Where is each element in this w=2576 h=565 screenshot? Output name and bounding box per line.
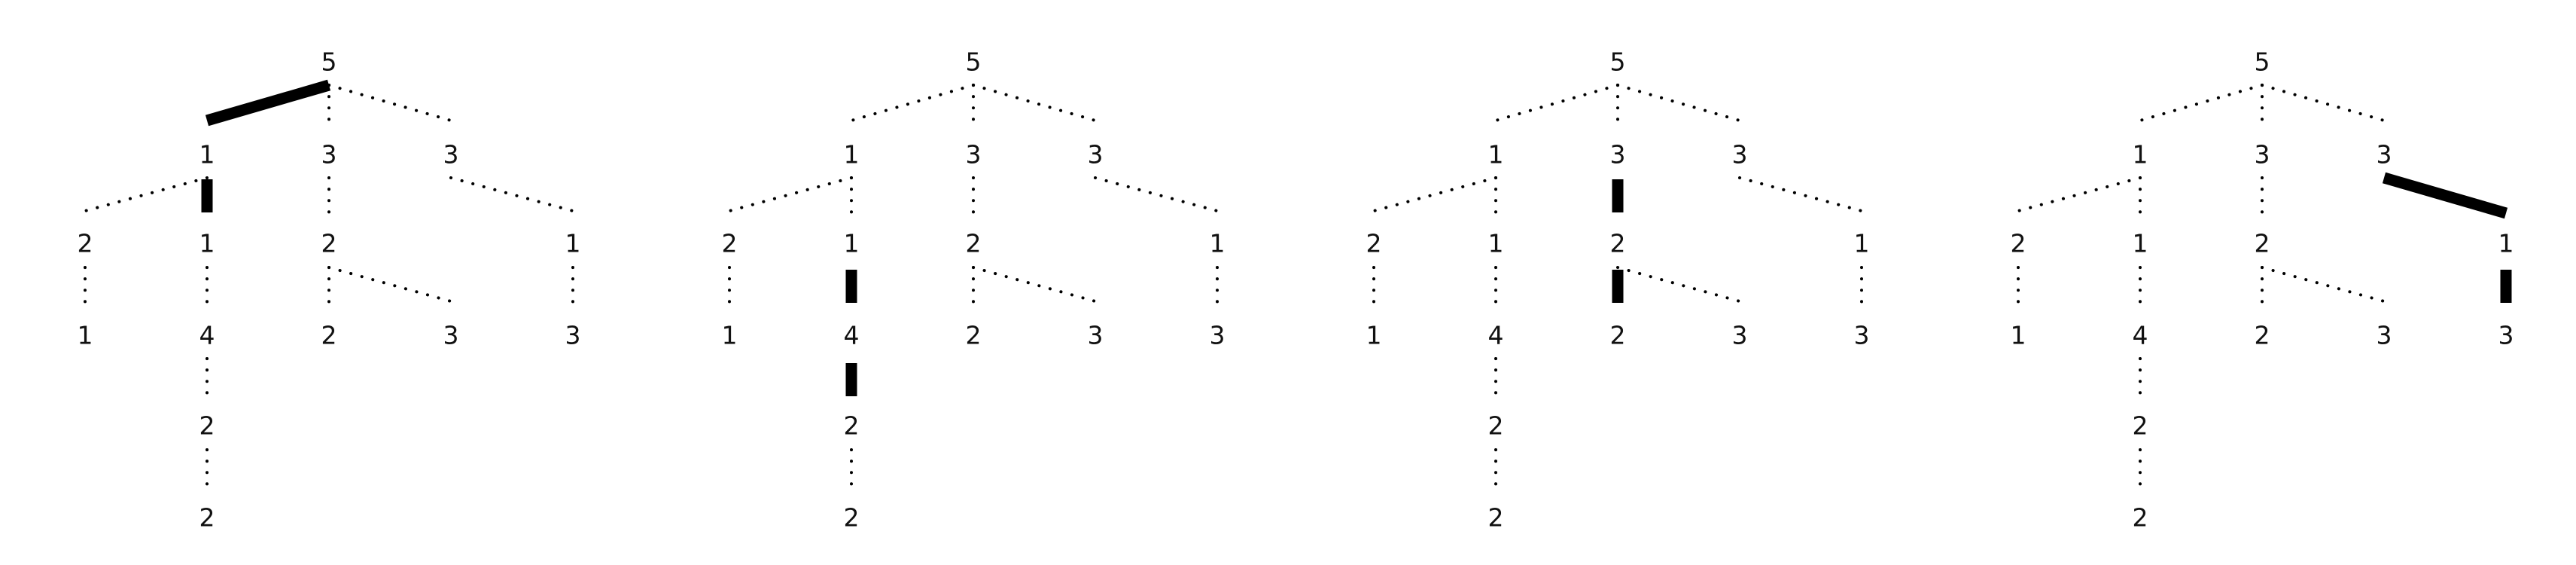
highlighted-edge-n3-n7 [2382, 172, 2508, 219]
tree-panel-1: 5 1 3 3 2 1 2 1 1 4 2 3 3 2 2 [78, 47, 581, 533]
node-label: 4 [2133, 321, 2148, 350]
node-label: 2 [199, 503, 215, 533]
node-label: 2 [1488, 411, 1504, 441]
node-label: 3 [1732, 321, 1748, 350]
node-label: 3 [1210, 321, 1226, 350]
node-label: 2 [1366, 229, 1382, 258]
dotted-edge-n3-n7 [1094, 176, 1219, 212]
node-label: 1 [199, 140, 215, 170]
dotted-edge-n0-n1 [1494, 84, 1619, 122]
node-label: 1 [1366, 321, 1382, 350]
node-label: 2 [2011, 229, 2026, 258]
node-label: 1 [2498, 229, 2514, 258]
node-label: 2 [1610, 229, 1626, 258]
node-label: 3 [443, 321, 459, 350]
node-label: 3 [1732, 140, 1748, 170]
node-label: 2 [844, 503, 860, 533]
node-label: 1 [78, 321, 93, 350]
node-label: 2 [844, 411, 860, 441]
node-label: 1 [199, 229, 215, 258]
node-label: 2 [2255, 321, 2270, 350]
node-label: 5 [1610, 47, 1626, 77]
node-label: 2 [2133, 503, 2148, 533]
node-label: 2 [1610, 321, 1626, 350]
node-label: 5 [2255, 47, 2270, 77]
node-label: 4 [199, 321, 215, 350]
node-label: 3 [2377, 321, 2392, 350]
dotted-edge-n1-n4 [1372, 176, 1497, 212]
node-label: 2 [2255, 229, 2270, 258]
node-label: 5 [321, 47, 337, 77]
node-label: 1 [1488, 140, 1504, 170]
dotted-edge-n0-n3 [2261, 84, 2386, 122]
node-label: 1 [1854, 229, 1870, 258]
node-label: 2 [966, 229, 982, 258]
node-label: 4 [1488, 321, 1504, 350]
node-label: 1 [2133, 140, 2148, 170]
tree-panel-4: 5 1 3 3 2 1 2 1 1 4 2 3 3 2 2 [2011, 47, 2514, 533]
node-label: 3 [1854, 321, 1870, 350]
dotted-edge-n6-n11 [2261, 266, 2386, 303]
dotted-edge-n1-n4 [84, 176, 209, 212]
node-label: 1 [844, 229, 860, 258]
node-label: 5 [966, 47, 982, 77]
dotted-edge-n6-n11 [327, 266, 452, 303]
dotted-edge-n6-n11 [972, 266, 1097, 303]
node-label: 3 [2255, 140, 2270, 170]
dotted-edge-n0-n1 [850, 84, 975, 122]
dotted-edge-n0-n3 [972, 84, 1097, 122]
node-label: 1 [722, 321, 738, 350]
node-label: 2 [2133, 411, 2148, 441]
node-label: 2 [966, 321, 982, 350]
dotted-edge-n1-n4 [728, 176, 853, 212]
node-label: 3 [1610, 140, 1626, 170]
node-label: 2 [199, 411, 215, 441]
node-label: 3 [966, 140, 982, 170]
node-label: 3 [443, 140, 459, 170]
node-label: 1 [2011, 321, 2026, 350]
node-label: 3 [1088, 140, 1104, 170]
node-label: 1 [1488, 229, 1504, 258]
dotted-edge-n0-n1 [2139, 84, 2264, 122]
node-label: 3 [1088, 321, 1104, 350]
node-label: 1 [1210, 229, 1226, 258]
node-label: 2 [722, 229, 738, 258]
node-label: 3 [321, 140, 337, 170]
node-label: 1 [844, 140, 860, 170]
node-label: 2 [321, 229, 337, 258]
node-label: 3 [565, 321, 581, 350]
dotted-edge-n0-n3 [1616, 84, 1741, 122]
node-label: 2 [78, 229, 93, 258]
dotted-edge-n6-n11 [1616, 266, 1741, 303]
node-label: 2 [1488, 503, 1504, 533]
dotted-edge-n1-n4 [2017, 176, 2142, 212]
node-label: 2 [321, 321, 337, 350]
node-label: 1 [565, 229, 581, 258]
dotted-edge-n3-n7 [1738, 176, 1863, 212]
highlighted-edge-n0-n1 [205, 79, 331, 127]
dotted-edge-n3-n7 [449, 176, 574, 212]
node-label: 1 [2133, 229, 2148, 258]
node-label: 3 [2377, 140, 2392, 170]
tree-panel-2: 5 1 3 3 2 1 2 1 1 4 2 3 3 2 2 [722, 47, 1226, 533]
tree-panel-3: 5 1 3 3 2 1 2 1 1 4 2 3 3 2 2 [1366, 47, 1870, 533]
node-label: 3 [2498, 321, 2514, 350]
dotted-edge-n0-n3 [327, 84, 452, 122]
node-label: 4 [844, 321, 860, 350]
